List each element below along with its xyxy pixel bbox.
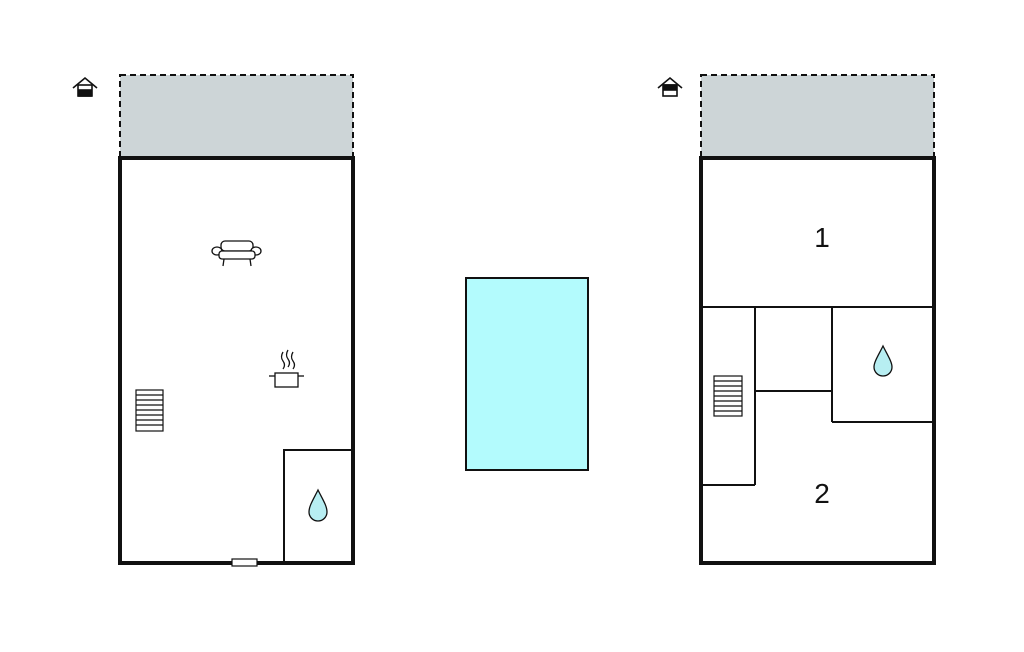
bathroom-drop-icon (308, 488, 328, 522)
upper-floor-plan: 1 2 (657, 74, 936, 565)
ground-bathroom (283, 449, 354, 564)
house-upper-floor-icon (657, 76, 683, 97)
pool (465, 277, 589, 471)
entrance-door (231, 558, 258, 567)
room-label-bedroom-2: 2 (814, 478, 830, 509)
cooking-pot-icon (269, 349, 304, 388)
upper-floor-walls (699, 156, 936, 565)
terrace-ground (119, 74, 354, 159)
stairs-icon (713, 375, 743, 417)
house-ground-floor-icon (72, 76, 98, 97)
ground-floor-walls (118, 156, 355, 565)
bathroom-drop-icon (873, 344, 893, 377)
room-label-bedroom-1: 1 (814, 222, 830, 253)
upper-interior-walls (701, 306, 934, 486)
terrace-upper (700, 74, 935, 159)
stairs-icon (135, 389, 164, 432)
sofa-icon (211, 240, 262, 267)
ground-floor-plan (72, 74, 355, 567)
